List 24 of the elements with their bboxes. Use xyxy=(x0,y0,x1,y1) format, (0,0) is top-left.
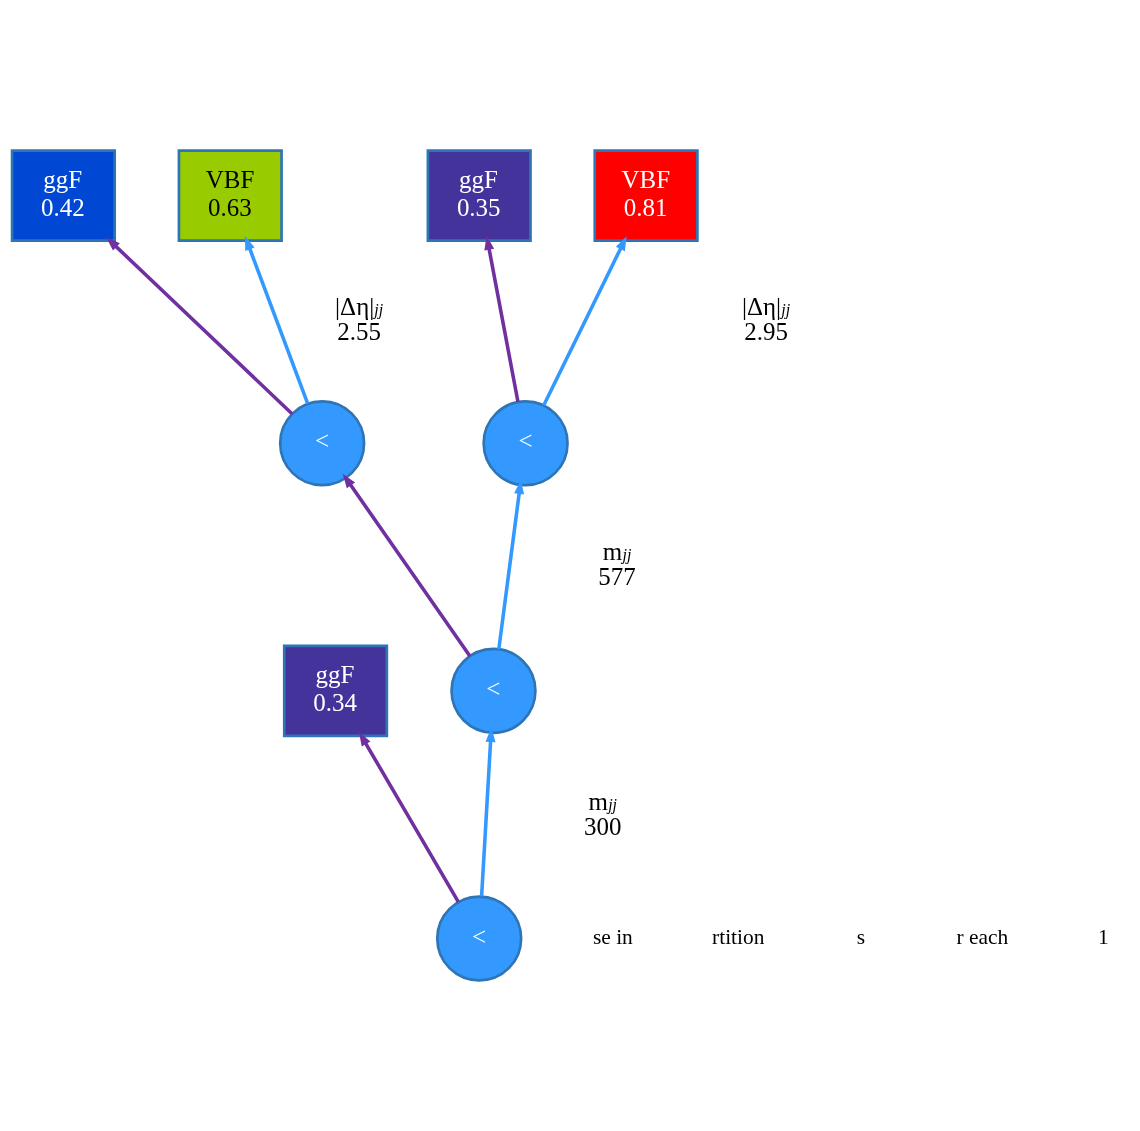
node-box: VBF 0.81 xyxy=(593,149,699,243)
node-circle: < xyxy=(435,895,523,982)
node-label: mjj xyxy=(588,788,618,816)
node-circle: < xyxy=(482,399,569,487)
label: se in xyxy=(592,925,633,950)
node-label: |Δη|jj xyxy=(742,293,791,321)
label: 1 xyxy=(1098,925,1109,950)
node-box: VBF 0.63 xyxy=(177,149,283,243)
node-box: ggF 0.34 xyxy=(282,644,389,738)
node-label: 300 xyxy=(584,813,622,841)
arrow xyxy=(106,237,294,415)
arrow xyxy=(342,473,472,658)
arrow xyxy=(484,235,520,403)
arrow xyxy=(358,731,460,903)
node-label: mjj xyxy=(602,537,632,565)
arrow xyxy=(542,236,627,407)
node-label: |Δη|jj xyxy=(335,293,384,321)
node-box: ggF 0.42 xyxy=(10,149,117,243)
arrow xyxy=(244,235,310,405)
label: r each xyxy=(956,925,1009,950)
node-circle: < xyxy=(450,647,537,735)
label: rtition xyxy=(712,925,765,950)
label: s xyxy=(856,925,865,950)
node-box: ggF 0.35 xyxy=(426,149,532,243)
